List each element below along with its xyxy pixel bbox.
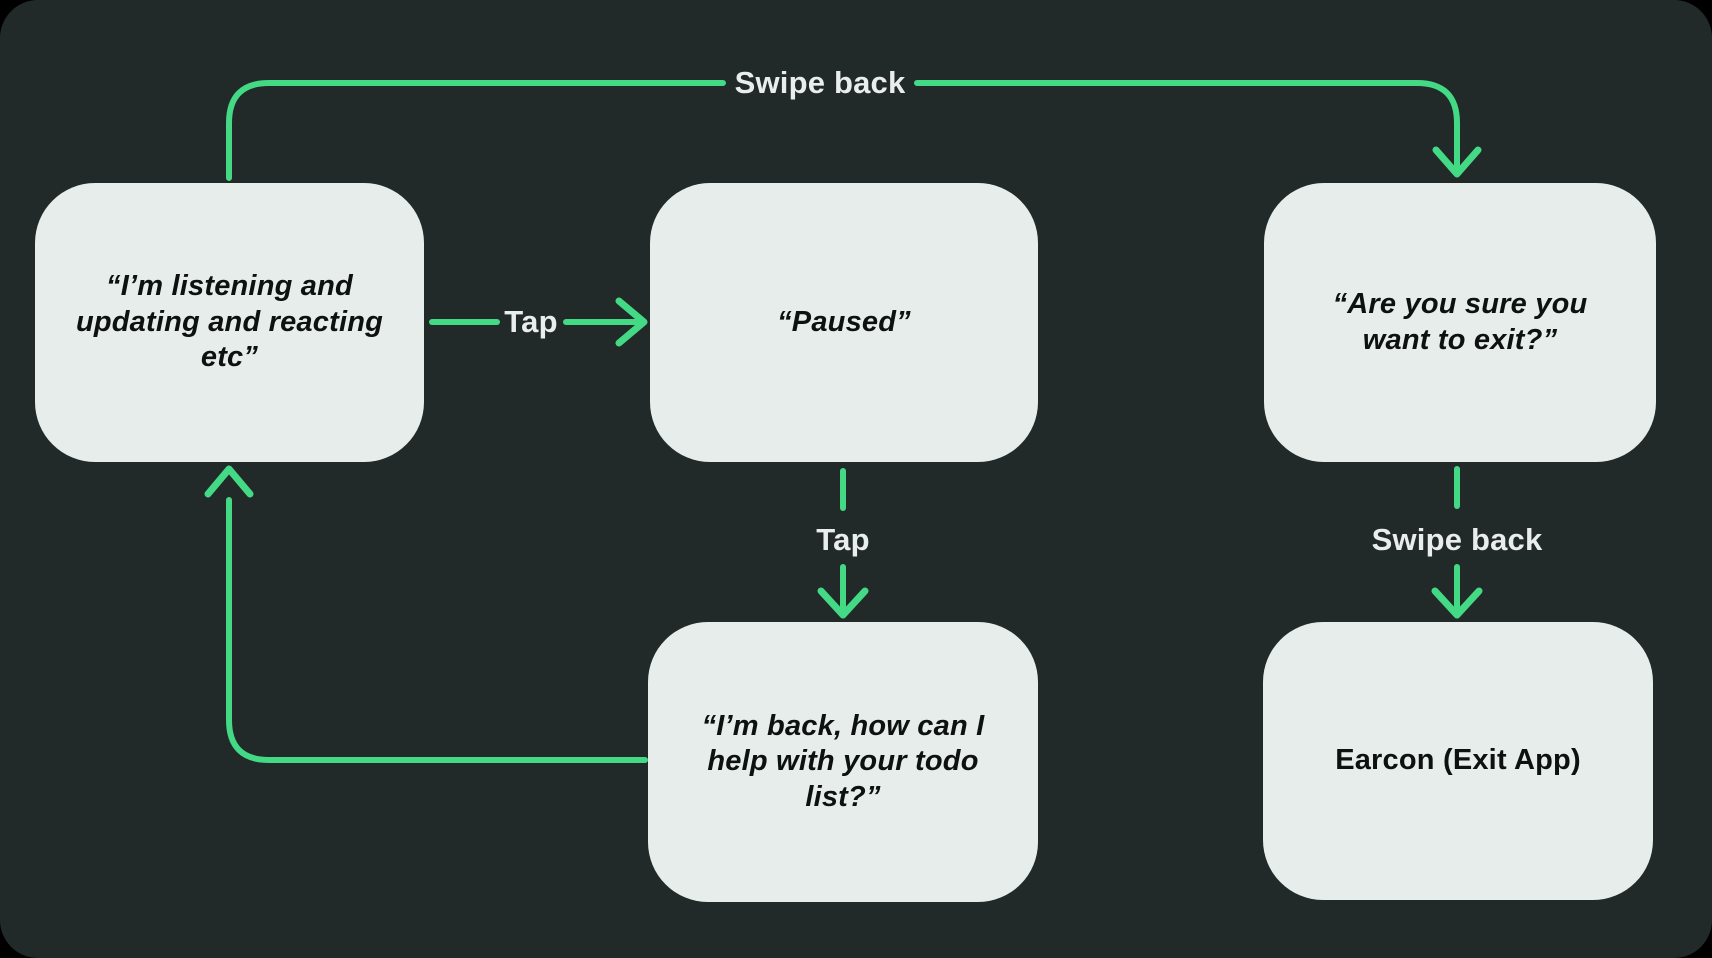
node-back-todo-text: “I’m back, how can I help with your todo… (701, 709, 985, 813)
node-back-todo: “I’m back, how can I help with your todo… (648, 622, 1038, 902)
node-exit-confirm: “Are you sure you want to exit?” (1264, 183, 1656, 462)
node-earcon: Earcon (Exit App) (1263, 622, 1653, 900)
edge-label-tap-pause: Tap (504, 304, 558, 339)
edge-label-tap-resume: Tap (816, 522, 870, 557)
node-paused: “Paused” (650, 183, 1038, 462)
node-paused-text: “Paused” (777, 305, 911, 338)
node-listening: “I’m listening and updating and reacting… (35, 183, 424, 462)
node-earcon-text: Earcon (Exit App) (1335, 744, 1581, 777)
node-exit-confirm-text: “Are you sure you want to exit?” (1332, 288, 1588, 356)
edge-label-swipe-back-exit: Swipe back (1371, 522, 1543, 557)
node-listening-text: “I’m listening and updating and reacting… (75, 270, 384, 374)
edge-label-swipe-back-top: Swipe back (734, 65, 906, 100)
